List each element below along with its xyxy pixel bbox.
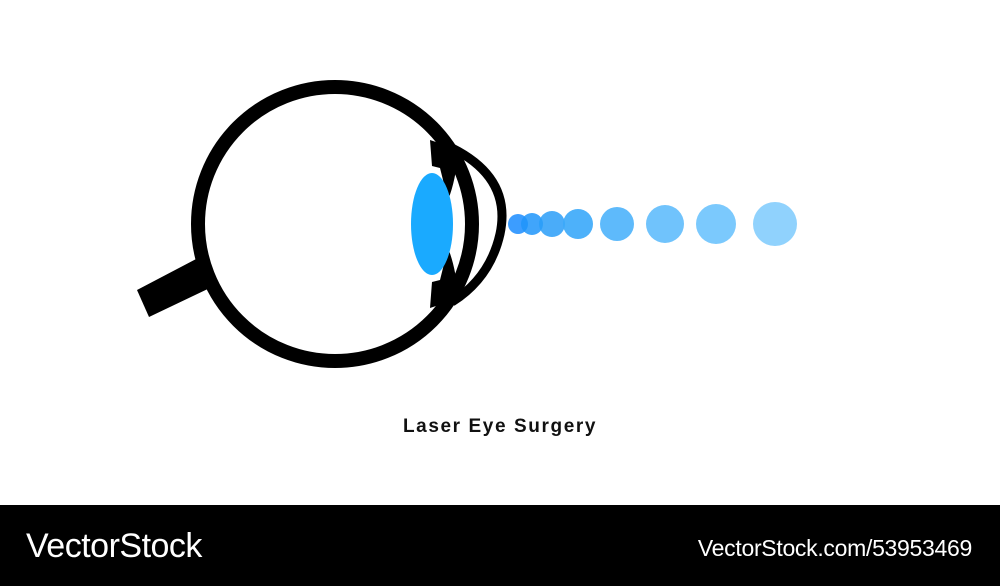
eye-diagram [137,80,797,368]
iris-lower [430,248,458,308]
laser-beam [508,202,797,246]
brand-logo: VectorStock [26,527,202,565]
watermark-footer: VectorStock VectorStock.com/53953469 [0,505,1000,586]
diagram-caption: Laser Eye Surgery [402,416,598,437]
beam-dot [563,209,593,239]
stock-id: VectorStock.com/53953469 [697,535,972,561]
lens [411,173,453,275]
eyeball-outline [191,80,479,368]
beam-dot [646,205,684,243]
beam-dot [539,211,565,237]
optic-nerve [137,258,214,317]
beam-dot [600,207,634,241]
cornea [449,143,507,306]
beam-dot [696,204,736,244]
beam-dot [753,202,797,246]
iris-upper [430,140,458,200]
beam-dot [521,213,543,235]
